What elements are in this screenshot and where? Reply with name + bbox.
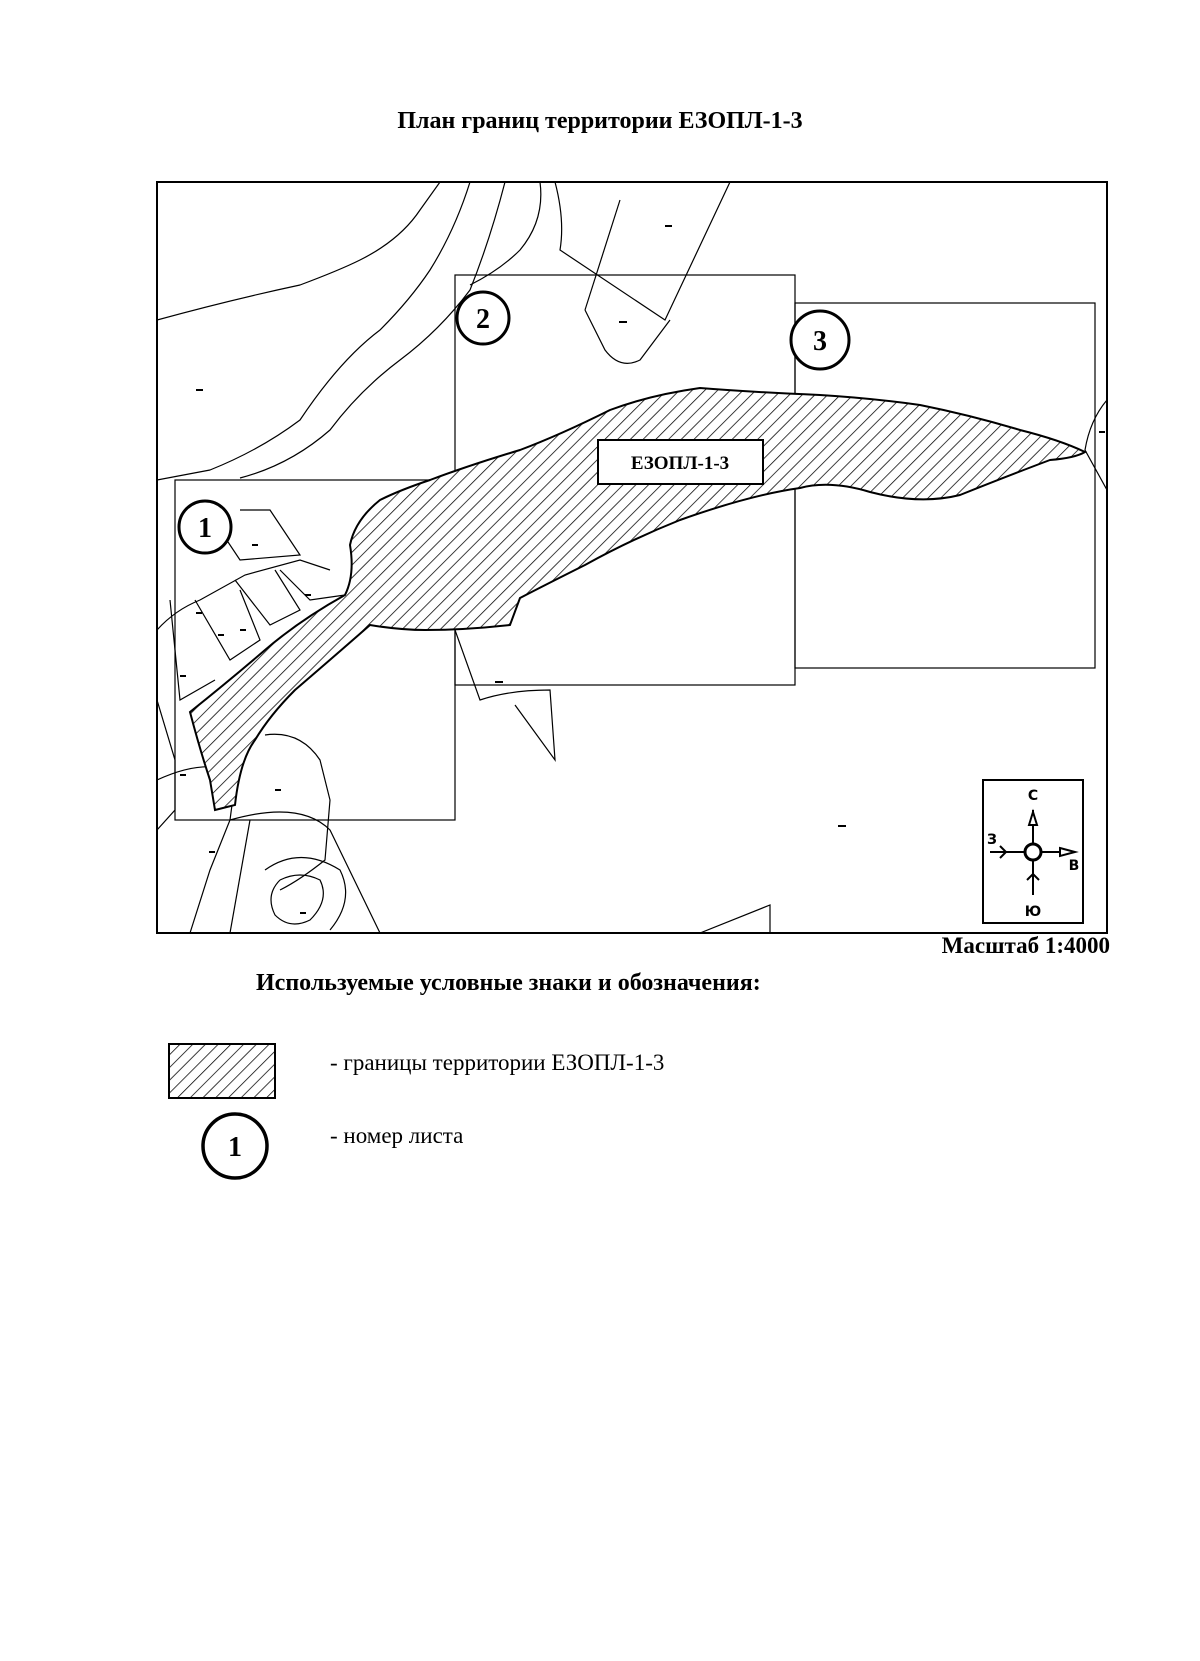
page-title: План границ территории ЕЗОПЛ-1-3 bbox=[397, 108, 803, 134]
sheet-marker-1: 1 bbox=[177, 499, 233, 555]
road-line bbox=[157, 182, 471, 481]
road-line bbox=[469, 182, 542, 286]
legend-item-sheet-number: - номер листа bbox=[330, 1123, 464, 1148]
map-scale: Масштаб 1:4000 bbox=[941, 933, 1110, 958]
west-arrow-icon bbox=[999, 845, 1008, 859]
north-arrow-icon bbox=[1027, 808, 1039, 826]
zone-label-box bbox=[597, 439, 764, 485]
compass-west: З bbox=[987, 832, 997, 848]
map-frame bbox=[156, 181, 1108, 934]
parcel-line bbox=[169, 599, 216, 701]
parcel-line bbox=[699, 904, 771, 933]
parcel-line bbox=[157, 559, 331, 631]
south-arrow-icon bbox=[1026, 872, 1040, 881]
parcel-line bbox=[554, 182, 731, 321]
legend-hatch-swatch bbox=[168, 1043, 276, 1099]
legend-sheet-number: 1 bbox=[228, 1132, 242, 1163]
parcel-line bbox=[234, 569, 301, 626]
compass-north: С bbox=[1028, 788, 1038, 804]
territory-boundary bbox=[188, 386, 1088, 812]
road-line bbox=[239, 182, 506, 479]
legend-item-boundary: - границы территории ЕЗОПЛ-1-3 bbox=[330, 1050, 665, 1075]
compass: С Ю З В bbox=[982, 779, 1084, 924]
sheet-number: 2 bbox=[476, 304, 490, 335]
parcel-line bbox=[209, 509, 302, 561]
legend-title: Используемые условные знаки и обозначени… bbox=[256, 970, 761, 996]
road-line bbox=[157, 182, 441, 321]
zone-label: ЕЗОПЛ-1-3 bbox=[631, 453, 729, 474]
legend-sheet-circle: 1 bbox=[201, 1112, 269, 1180]
sheet-number: 3 bbox=[813, 326, 827, 357]
parcel-line bbox=[270, 874, 324, 925]
sheet-marker-2: 2 bbox=[455, 290, 511, 346]
east-arrow-icon bbox=[1059, 846, 1079, 858]
sheet-number: 1 bbox=[198, 513, 212, 544]
parcel-line bbox=[264, 733, 331, 891]
parcel-line bbox=[584, 309, 671, 364]
parcel-markers bbox=[180, 225, 1105, 914]
parcel-line bbox=[279, 569, 346, 601]
parcel-line bbox=[194, 589, 261, 661]
parcel-line bbox=[229, 819, 251, 933]
parcel-line bbox=[584, 199, 621, 311]
sheet-marker-3: 3 bbox=[789, 309, 851, 371]
territory-map: ЕЗОПЛ-1-3 1 2 3 bbox=[156, 181, 1108, 934]
parcel-line bbox=[229, 811, 381, 933]
compass-south: Ю bbox=[1025, 904, 1041, 920]
parcel-line bbox=[454, 629, 556, 763]
parcel-line bbox=[264, 856, 347, 931]
parcel-line bbox=[157, 699, 176, 831]
parcel-line bbox=[1084, 399, 1107, 491]
compass-east: В bbox=[1069, 858, 1080, 874]
